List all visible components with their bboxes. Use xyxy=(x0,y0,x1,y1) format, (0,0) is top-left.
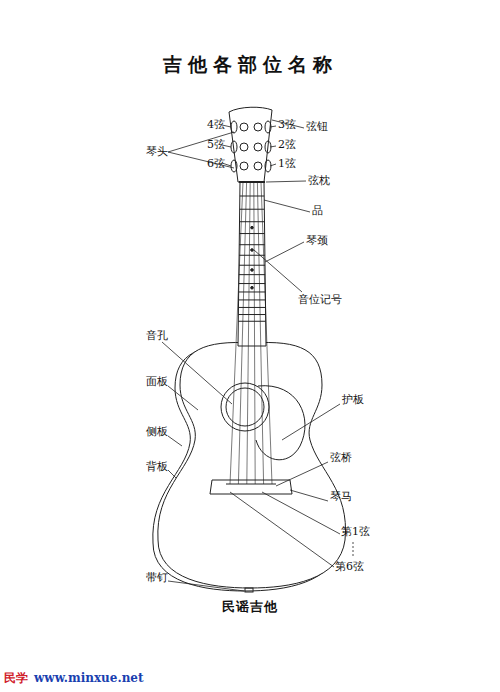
soundhole xyxy=(226,388,264,426)
fret xyxy=(239,299,266,300)
guitar-body xyxy=(158,342,346,588)
watermark: 民学 xyxy=(4,672,28,685)
tuner-post xyxy=(240,123,248,131)
fret xyxy=(240,209,265,210)
fret xyxy=(239,244,265,245)
bridge xyxy=(210,480,292,494)
part-name: 5弦 xyxy=(207,139,225,151)
part-name: 4弦 xyxy=(207,119,225,131)
fret xyxy=(239,274,265,275)
part-name: 弦钮 xyxy=(306,121,328,133)
fret xyxy=(238,314,265,315)
tuner-post xyxy=(240,162,248,170)
fret xyxy=(240,196,264,197)
position-marker xyxy=(251,249,254,252)
fret xyxy=(239,291,266,292)
part-name: 1弦 xyxy=(278,158,296,170)
leader-lines xyxy=(162,120,353,591)
part-name: 背板 xyxy=(146,461,168,473)
part-name: 面板 xyxy=(146,376,168,388)
saddle xyxy=(226,484,276,485)
part-name: 侧板 xyxy=(146,426,168,438)
part-name: 音孔 xyxy=(146,330,168,342)
part-name: 2弦 xyxy=(278,139,296,151)
tuner-post xyxy=(254,143,262,151)
title: 吉他各部位名称 xyxy=(163,52,338,78)
string xyxy=(230,182,243,484)
fret xyxy=(239,233,264,234)
strap-pin xyxy=(245,588,253,592)
fret xyxy=(240,221,265,222)
part-name: 品 xyxy=(312,205,323,217)
fret xyxy=(239,255,265,256)
headstock xyxy=(229,107,272,182)
tuner-post xyxy=(254,123,262,131)
string xyxy=(254,182,255,484)
watermark: www.minxue.net xyxy=(34,672,144,685)
part-name: 琴颈 xyxy=(306,235,328,247)
position-marker xyxy=(251,286,254,289)
part-name: 3弦 xyxy=(278,119,296,131)
part-name: 琴头 xyxy=(146,146,168,158)
caption: 民谣吉他 xyxy=(222,598,278,616)
position-marker xyxy=(251,269,254,272)
part-name: 音位记号 xyxy=(298,294,342,306)
tuner-key xyxy=(231,141,237,153)
fret xyxy=(238,307,265,308)
tuner-key xyxy=(231,121,237,133)
string xyxy=(247,182,250,484)
string xyxy=(238,182,246,484)
part-name: 护板 xyxy=(342,394,364,406)
tuner-post xyxy=(254,162,262,170)
part-name: 弦枕 xyxy=(308,175,330,187)
part-name: 琴马 xyxy=(330,491,352,503)
part-name: 第1弦 xyxy=(341,526,370,538)
part-name: 带钉 xyxy=(146,572,168,584)
position-marker xyxy=(251,226,254,229)
part-name: 第6弦 xyxy=(335,561,364,573)
tuner-key xyxy=(231,160,237,172)
fret xyxy=(239,265,265,266)
string xyxy=(261,182,272,484)
part-name: 6弦 xyxy=(207,158,225,170)
tuner-post xyxy=(240,143,248,151)
fret xyxy=(239,283,265,284)
fret xyxy=(238,321,265,322)
part-name: 弦桥 xyxy=(330,452,352,464)
